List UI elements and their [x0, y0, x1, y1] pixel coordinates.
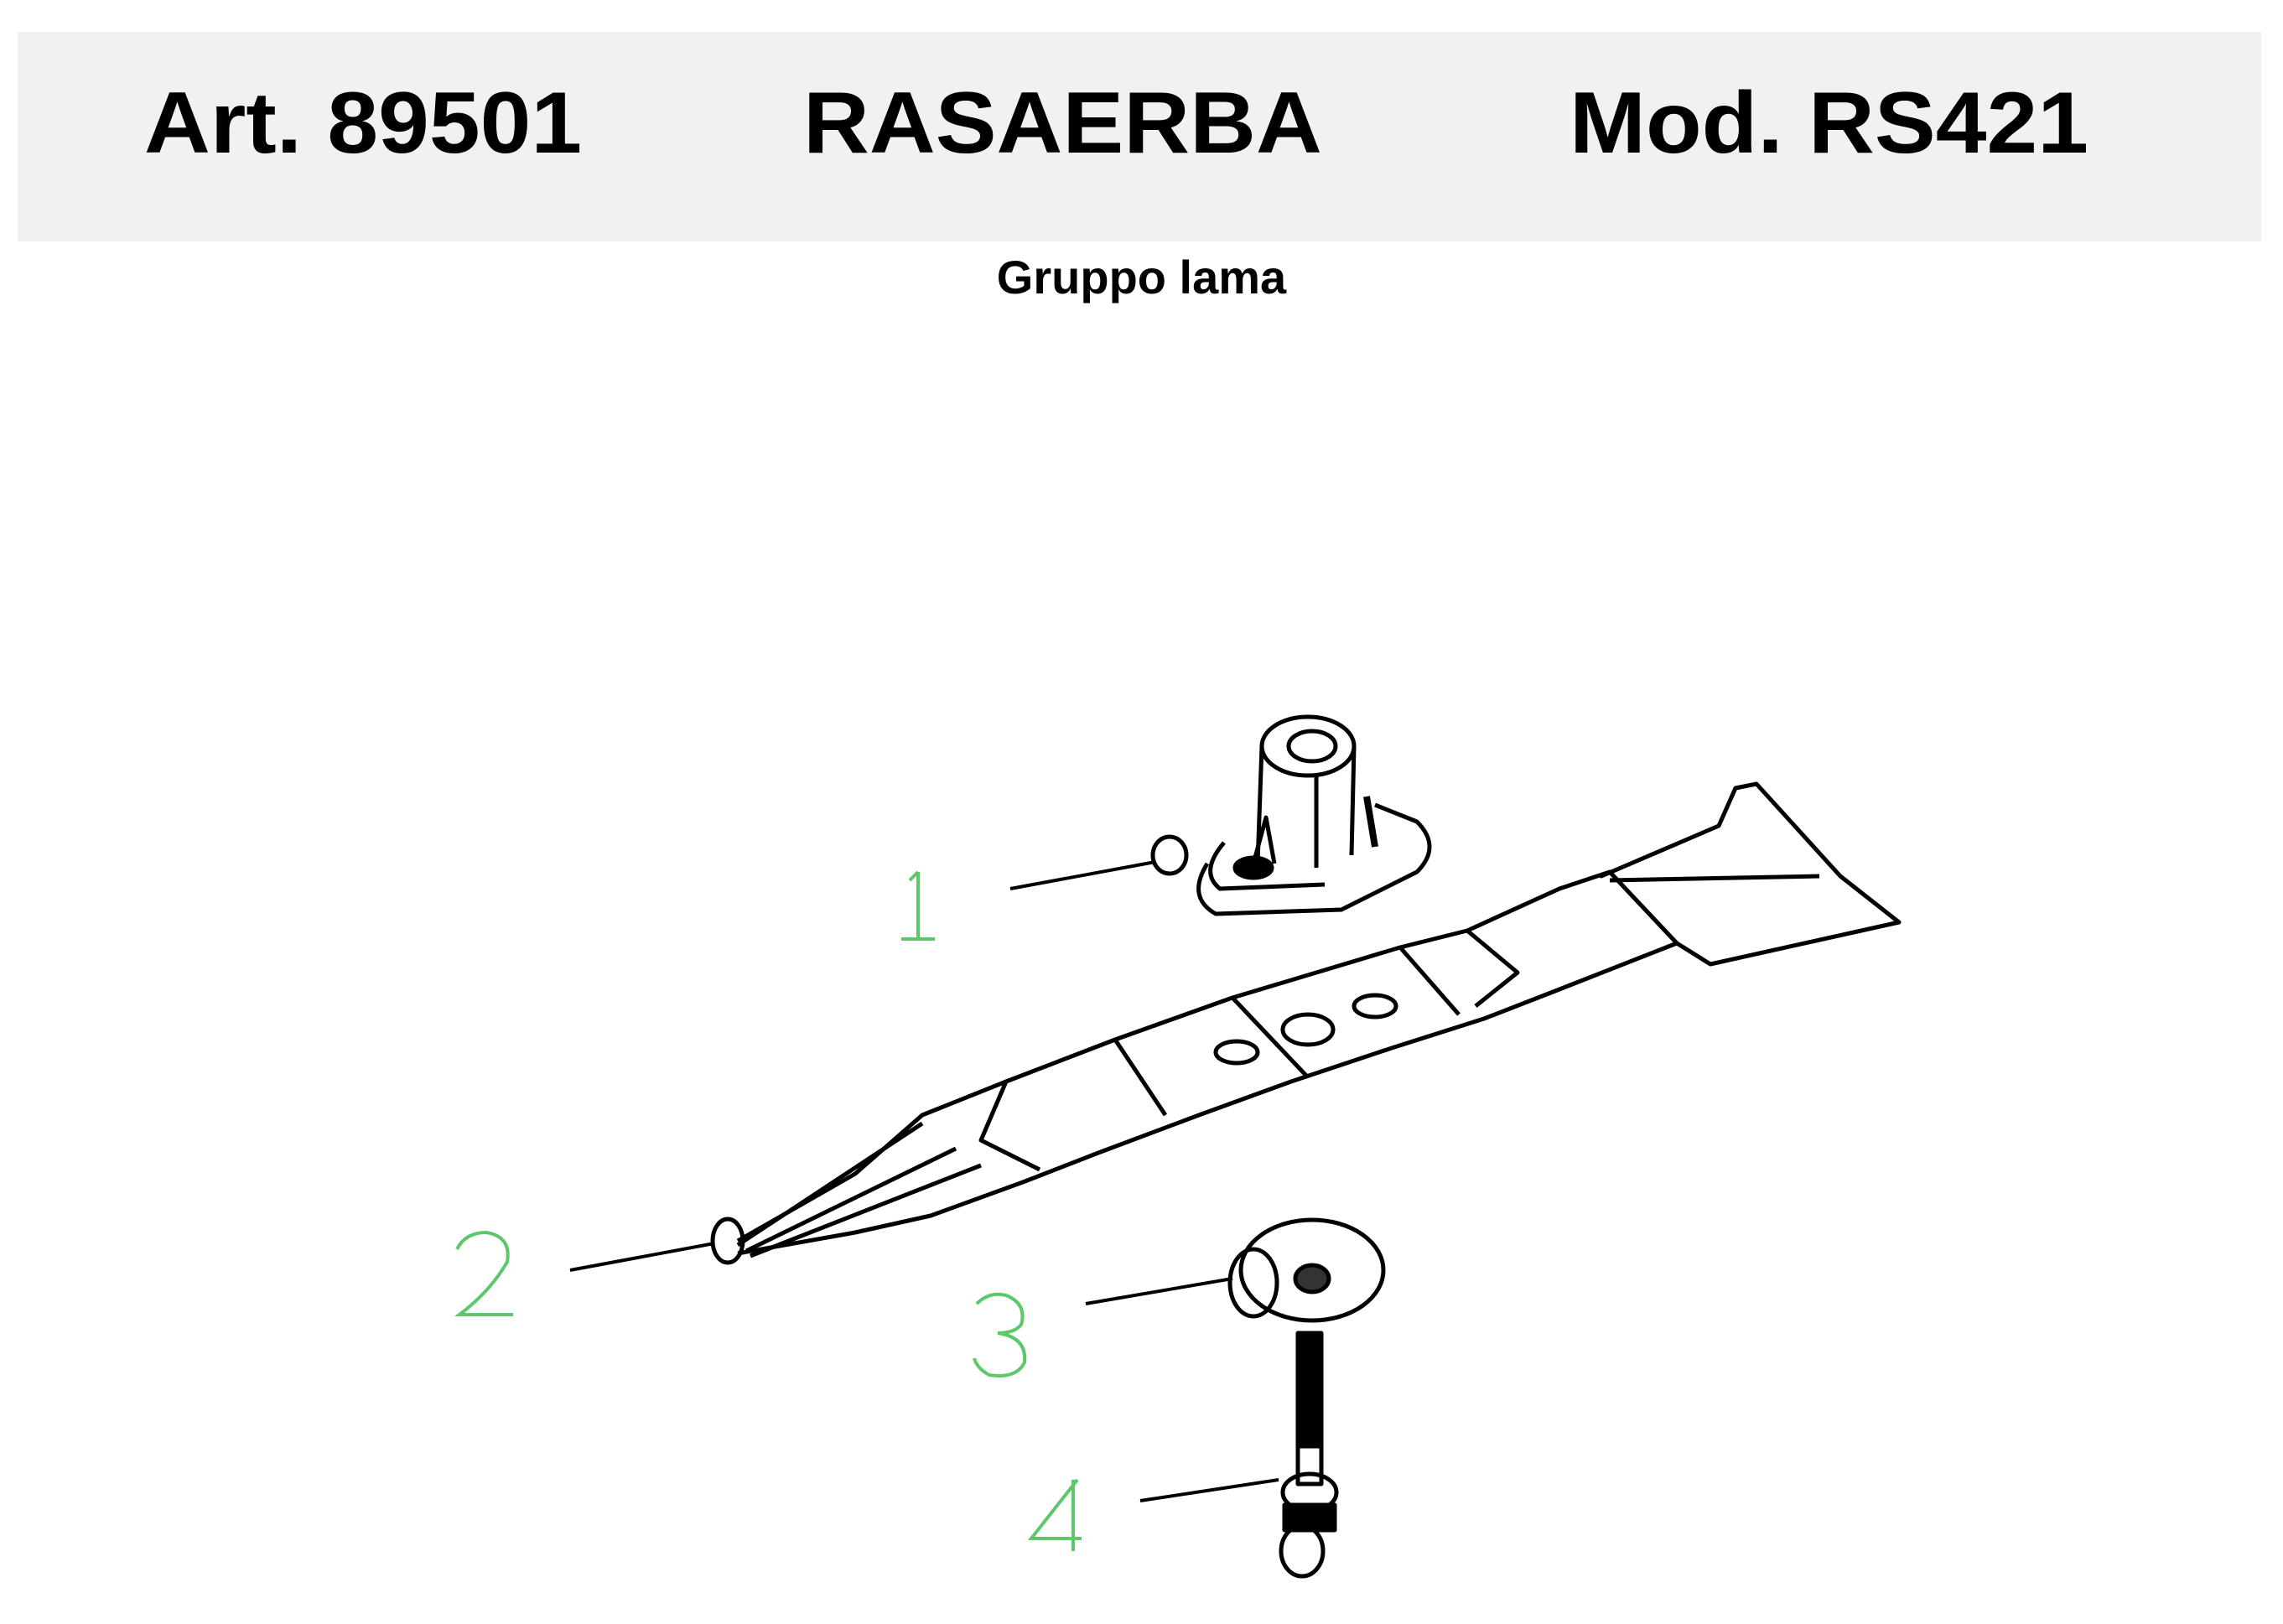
- callout-3: [973, 1292, 1027, 1378]
- article-number: Art. 89501: [144, 75, 583, 172]
- blade-adapter-hub-part: [1009, 714, 1432, 916]
- callout-2: [454, 1230, 513, 1316]
- washer-part: [1085, 1217, 1386, 1323]
- product-name: RASAERBA: [803, 75, 1322, 172]
- header-band: [18, 32, 2261, 241]
- callout-numbers: [454, 870, 1082, 1551]
- callout-4: [1027, 1478, 1082, 1551]
- callout-1: [901, 870, 935, 941]
- bolt-part: [1139, 1331, 1339, 1579]
- model-number: Mod. RS421: [1570, 75, 2088, 172]
- assembly-title: Gruppo lama: [996, 251, 1287, 304]
- blade-part: [569, 781, 1902, 1272]
